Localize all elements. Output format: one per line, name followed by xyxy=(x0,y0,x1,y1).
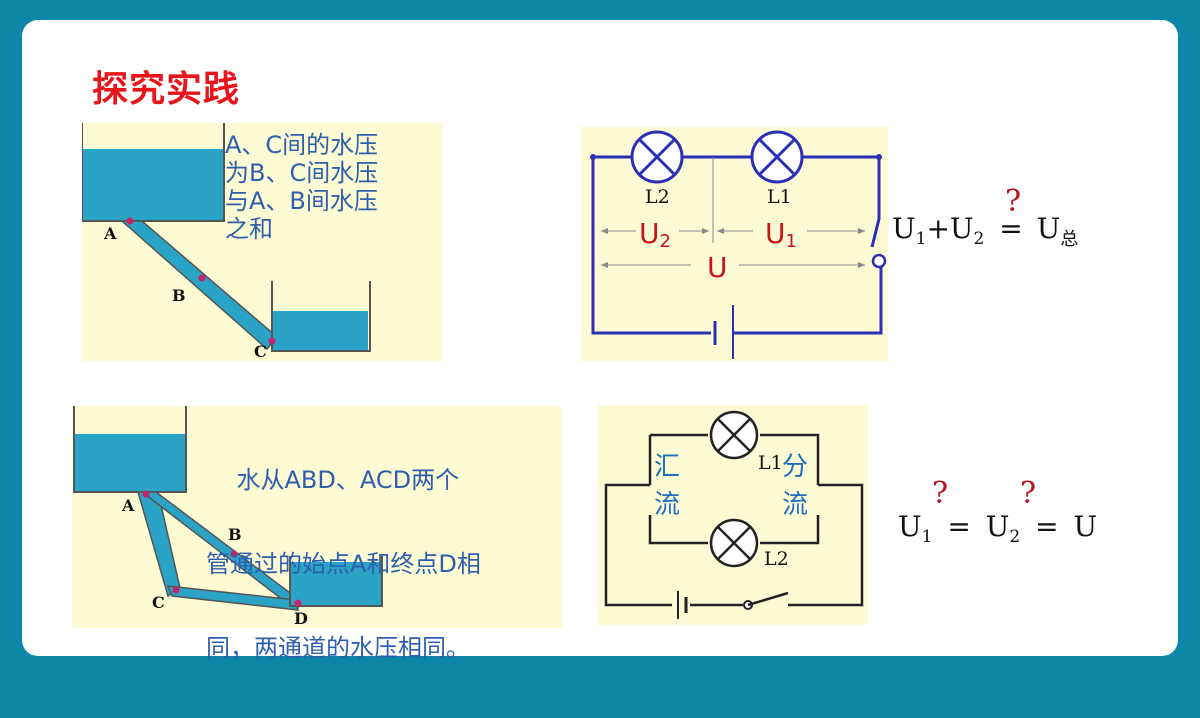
right-main-wire xyxy=(788,483,864,607)
point-d-dot xyxy=(294,599,302,607)
switch-contact xyxy=(871,253,887,269)
left-main-wire xyxy=(604,483,743,607)
arrowhead xyxy=(717,228,724,234)
parallel-circuit-diagram: L1 L2 汇 流 分 流 xyxy=(598,405,868,625)
wire-right-bottom xyxy=(733,267,883,335)
lamp-l1-label: L1 xyxy=(758,452,783,474)
panel3-line-3: 同，两通道的水压相同。 xyxy=(206,634,470,662)
lamp-l1-icon xyxy=(750,130,804,184)
point-a-dot xyxy=(126,217,134,225)
upper-tank-wall xyxy=(82,123,225,222)
page-title: 探究实践 xyxy=(92,69,241,110)
switch-lever xyxy=(870,157,881,248)
label-c: C xyxy=(254,342,267,361)
label-b: B xyxy=(172,286,186,305)
label-liu-left: 流 xyxy=(654,490,680,520)
parallel-circuit-svg: L1 L2 汇 流 分 流 xyxy=(604,410,864,619)
lamp-l2-label: L2 xyxy=(764,548,789,570)
label-hui: 汇 xyxy=(654,452,680,482)
panel3-description: 水从ABD、ACD两个 管通过的始点A和终点D相 同，两通道的水压相同。 xyxy=(206,410,481,718)
panel1-line-4: 之和 xyxy=(225,215,273,243)
arrowhead xyxy=(858,228,865,234)
question-mark-2a: ? xyxy=(932,476,949,511)
equation-series-voltage: U1+U2 =U总 xyxy=(892,212,1079,250)
wire-left-bottom xyxy=(591,157,711,335)
question-mark-2b: ? xyxy=(1020,476,1037,511)
label-c: C xyxy=(152,593,165,612)
point-c-dot xyxy=(172,586,180,594)
point-b-dot xyxy=(230,550,238,558)
voltage-u-label: U xyxy=(707,251,728,284)
arrowhead xyxy=(702,228,709,234)
voltage-u2-label: U2 xyxy=(639,217,671,252)
lower-tank-wall xyxy=(289,556,383,607)
label-b: B xyxy=(228,525,242,544)
panel3-line-1: 水从ABD、ACD两个 xyxy=(206,466,460,494)
lamp-l2-icon xyxy=(630,130,684,184)
lamp-l2-label: L2 xyxy=(645,186,670,208)
lamp-l2-icon xyxy=(709,518,759,568)
upper-tank-water xyxy=(82,149,224,221)
water-tank-svg-2: A B C D xyxy=(73,406,383,628)
arrowhead xyxy=(858,262,865,268)
series-circuit-diagram: L2 L1 U2 U1 U xyxy=(581,127,888,361)
pipe-cd xyxy=(166,585,299,611)
panel1-line-3: 与A、B间水压 xyxy=(225,187,378,215)
lamp-l1-label: L1 xyxy=(767,186,792,208)
voltage-u1-label: U1 xyxy=(765,217,797,252)
lower-tank-water xyxy=(272,311,368,351)
panel3-line-2: 管通过的始点A和终点D相 xyxy=(206,550,481,578)
point-b-dot xyxy=(198,274,206,282)
upper-tank-wall xyxy=(73,406,187,493)
bottom-branch-wire xyxy=(648,515,820,545)
point-a-dot xyxy=(142,490,150,498)
series-circuit-svg: L2 L1 U2 U1 U xyxy=(590,130,887,359)
label-a: A xyxy=(103,224,117,243)
lamp-l1-icon xyxy=(709,410,759,460)
panel1-line-1: A、C间的水压 xyxy=(225,131,379,159)
label-d: D xyxy=(294,609,308,628)
label-fen: 分 xyxy=(782,452,808,482)
water-pressure-diagram-abcd: A B C D 水从ABD、ACD两个 管通过的始点A和终点D相 同，两通道的水… xyxy=(72,406,562,662)
node-left xyxy=(590,154,596,160)
panel1-line-2: 为B、C间水压 xyxy=(225,159,379,187)
label-liu-right: 流 xyxy=(782,490,808,520)
arrowhead xyxy=(601,228,608,234)
water-tank-svg-1: A B C xyxy=(82,123,371,361)
question-mark-1: ? xyxy=(1005,184,1022,219)
panel1-description: A、C间的水压 为B、C间水压 与A、B间水压 之和 xyxy=(225,131,378,243)
label-a: A xyxy=(121,496,135,515)
point-c-dot xyxy=(268,337,276,345)
arrowhead xyxy=(601,262,608,268)
lower-tank-wall xyxy=(271,281,371,352)
equation-parallel-voltage: U1 = U2 = U xyxy=(898,510,1098,547)
upper-tank-water xyxy=(74,434,186,492)
node-right xyxy=(876,154,882,160)
top-branch-wire xyxy=(650,433,820,485)
lower-tank-water xyxy=(290,562,382,606)
switch-lever xyxy=(747,591,789,607)
water-pressure-diagram-abc: A B C A、C间的水压 为B、C间水压 与A、B间水压 之和 xyxy=(82,123,442,361)
